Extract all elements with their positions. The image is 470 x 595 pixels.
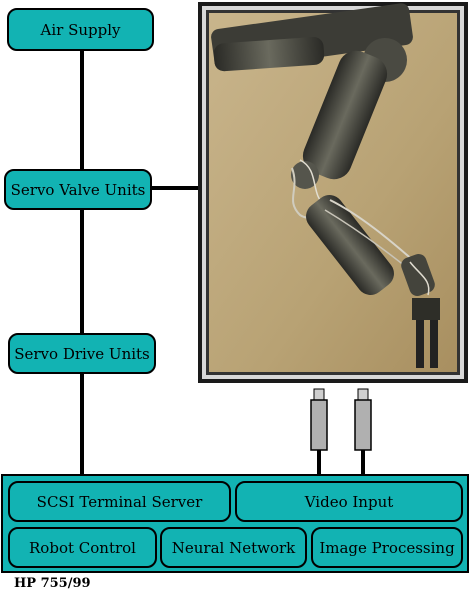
gripper-finger-left bbox=[416, 320, 424, 368]
robot-control-box: Robot Control bbox=[8, 527, 157, 568]
forearm-segment bbox=[306, 194, 394, 296]
camera-right bbox=[354, 388, 372, 477]
connector-valve-to-drive bbox=[80, 208, 84, 336]
forearm-cables bbox=[329, 199, 416, 263]
shoulder-actuator bbox=[213, 36, 325, 72]
air-supply-label: Air Supply bbox=[40, 20, 121, 39]
camera-right-cable bbox=[361, 450, 365, 477]
connector-air-to-valve bbox=[80, 50, 84, 172]
camera-right-cap bbox=[357, 388, 369, 402]
neural-network-label: Neural Network bbox=[171, 538, 296, 557]
elbow-joint bbox=[291, 161, 319, 189]
connector-drive-to-computer bbox=[80, 372, 84, 476]
camera-left-cable bbox=[317, 450, 321, 477]
video-input-box: Video Input bbox=[235, 481, 463, 522]
neural-network-box: Neural Network bbox=[160, 527, 307, 568]
robot-control-label: Robot Control bbox=[29, 538, 136, 557]
camera-right-body bbox=[354, 399, 372, 451]
wrist-segment bbox=[401, 254, 435, 296]
scsi-terminal-server-label: SCSI Terminal Server bbox=[36, 492, 203, 511]
image-processing-label: Image Processing bbox=[319, 538, 455, 557]
image-processing-box: Image Processing bbox=[311, 527, 463, 568]
air-supply-box: Air Supply bbox=[7, 8, 154, 51]
camera-left bbox=[310, 388, 328, 477]
scsi-terminal-server-box: SCSI Terminal Server bbox=[8, 481, 231, 522]
workstation-label: HP 755/99 bbox=[14, 576, 91, 591]
servo-valve-units-label: Servo Valve Units bbox=[10, 180, 146, 199]
servo-drive-units-box: Servo Drive Units bbox=[8, 333, 156, 374]
connector-valve-to-arm bbox=[152, 186, 200, 190]
wrist-cables bbox=[409, 261, 430, 296]
camera-left-cap bbox=[313, 388, 325, 402]
camera-left-body bbox=[310, 399, 328, 451]
servo-valve-units-box: Servo Valve Units bbox=[4, 169, 152, 210]
robot-arm-illustration bbox=[211, 3, 440, 368]
gripper-body bbox=[412, 298, 440, 320]
video-input-label: Video Input bbox=[304, 492, 394, 511]
upper-arm-segment bbox=[302, 50, 388, 180]
gripper-finger-right bbox=[430, 320, 438, 368]
servo-drive-units-label: Servo Drive Units bbox=[14, 344, 150, 363]
